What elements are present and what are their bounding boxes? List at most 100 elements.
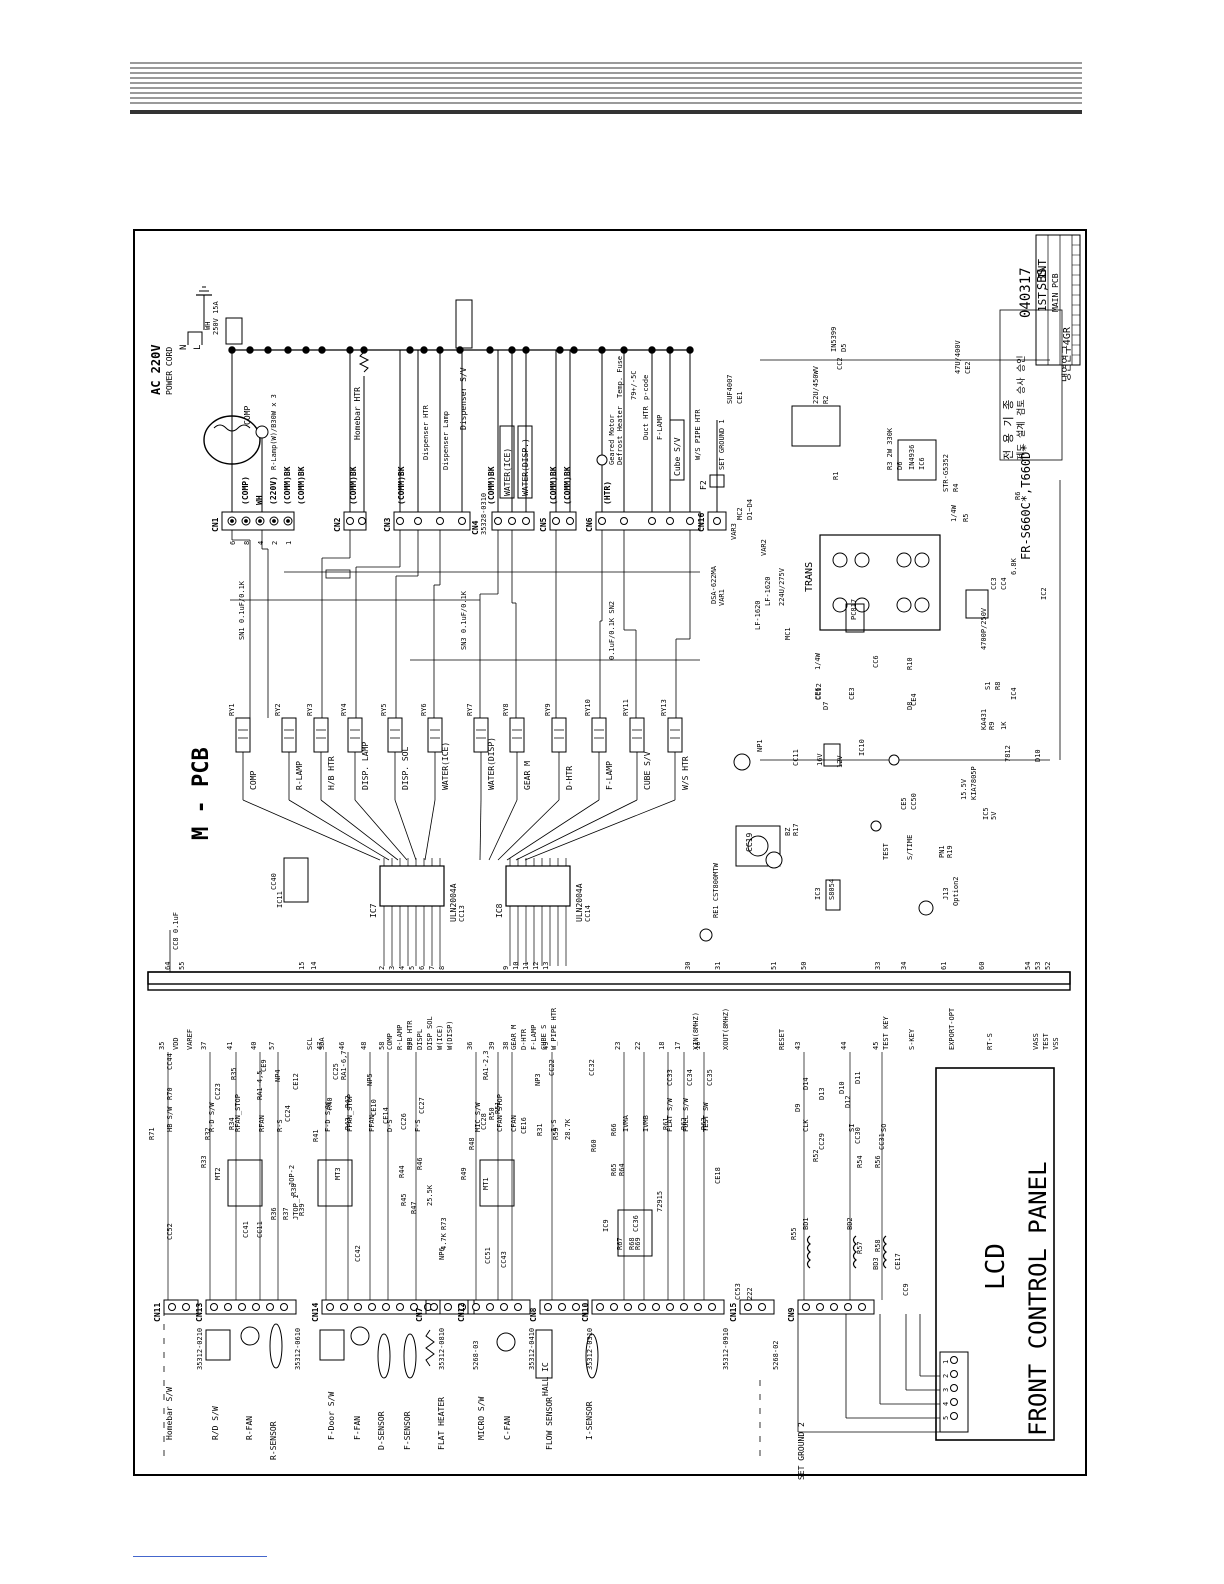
transformer-label: TRANS bbox=[804, 562, 815, 592]
input-part-label: 25.5K bbox=[426, 1184, 434, 1206]
input-part-label: 222 bbox=[746, 1287, 754, 1300]
mcu-pin-label: SDA bbox=[318, 1037, 326, 1050]
sensor-icon bbox=[269, 1323, 283, 1369]
rlamp-icon bbox=[255, 425, 269, 439]
connector-pin bbox=[444, 1303, 452, 1311]
defrost-heater-label: Defrost Heater bbox=[616, 406, 624, 465]
water-disp-label: WATER(DISP.) bbox=[521, 438, 530, 496]
relay-ry2 bbox=[281, 717, 297, 753]
trans-terminal bbox=[914, 597, 930, 613]
trans-terminal bbox=[832, 597, 848, 613]
input-part-label: R69 bbox=[634, 1237, 642, 1250]
duct-htr-label: Duct HTR bbox=[642, 405, 650, 440]
input-part-label: D9 bbox=[794, 1104, 802, 1112]
ic10-regulator bbox=[823, 743, 841, 767]
cn4-pin bbox=[508, 517, 516, 525]
input-device-label: I-SENSOR bbox=[585, 1401, 594, 1440]
titleblock-signbox bbox=[999, 309, 1063, 461]
input-part-label: D11 bbox=[854, 1071, 862, 1084]
ce7-value: R17 bbox=[792, 823, 800, 836]
input-part-label: NP6 bbox=[438, 1247, 446, 1260]
mcu-pin-label: W(DISP) bbox=[446, 1020, 454, 1050]
mcu-pin-num: 61 bbox=[940, 962, 948, 970]
input-part-label: 28.7K bbox=[564, 1118, 572, 1140]
input-part-label: CE9 bbox=[260, 1059, 268, 1072]
cn1-connector bbox=[221, 511, 295, 531]
door-switch-icon bbox=[205, 1329, 231, 1361]
lcd-pin bbox=[950, 1370, 958, 1378]
input-part-label: R61 bbox=[662, 1117, 670, 1130]
stime-label: S/TIME bbox=[906, 835, 914, 860]
connector-id: CN9 bbox=[787, 1307, 796, 1322]
cn4-connector bbox=[491, 511, 535, 531]
mcu-pin-label: SCL bbox=[306, 1037, 314, 1050]
cn1-pin-dot bbox=[286, 519, 290, 523]
power-wh: WH bbox=[204, 322, 212, 330]
lcd-pin bbox=[950, 1356, 958, 1364]
ferrite-bead bbox=[806, 1235, 811, 1269]
compressor-coil bbox=[213, 424, 251, 432]
input-part-label: CE10 bbox=[370, 1099, 378, 1116]
cn3-pin bbox=[414, 517, 422, 525]
mcu-pin-num: 13 bbox=[542, 962, 550, 970]
relay-coil bbox=[670, 729, 680, 739]
relay-drive bbox=[488, 799, 518, 861]
cn3-pin bbox=[458, 517, 466, 525]
mcu-pin-label: TEST SW bbox=[702, 1102, 710, 1132]
cn3-connector bbox=[393, 511, 471, 531]
heater-icon bbox=[358, 351, 370, 373]
ps-label: CC6 bbox=[872, 655, 880, 668]
mcu-pin-label: RESET bbox=[778, 1028, 786, 1050]
mcu-pin-num: 11 bbox=[522, 962, 530, 970]
snubber-sn3: SN3 0.1uF/0.1K bbox=[460, 590, 468, 650]
connector-pin bbox=[182, 1303, 190, 1311]
mcu-pin-num: 33 bbox=[874, 962, 882, 970]
cn4-part: 35328-0310 bbox=[480, 493, 488, 535]
ps-label: IC2 bbox=[1040, 587, 1048, 600]
driver-id: IC8 bbox=[495, 903, 504, 918]
input-part-label: MT3 bbox=[334, 1167, 342, 1180]
input-part-label: R66 bbox=[610, 1123, 618, 1136]
relay-coil bbox=[594, 729, 604, 739]
input-part-label: RA1-2,3 bbox=[482, 1050, 490, 1080]
input-part-label: BD1 bbox=[802, 1217, 810, 1230]
bus-node bbox=[420, 346, 428, 354]
connector-part: 35312-0210 bbox=[196, 1328, 204, 1370]
input-device-label: HALL IC bbox=[541, 1362, 550, 1396]
ps-label: D8 bbox=[906, 702, 914, 710]
mcu-pin-num: 22 bbox=[634, 1042, 642, 1050]
cn4-line: (COMM)BK bbox=[487, 466, 496, 505]
ps-label: R10 bbox=[906, 657, 914, 670]
input-part-label: CC42 bbox=[354, 1245, 362, 1262]
cn1-wire-label: (COMM)BK bbox=[283, 466, 292, 505]
connector-pin bbox=[430, 1303, 438, 1311]
ps-label: 16V bbox=[816, 753, 824, 766]
driver-cap: CC14 bbox=[584, 905, 592, 922]
mcu-pin-label: CLK bbox=[802, 1119, 810, 1132]
connector-pin bbox=[382, 1303, 390, 1311]
input-part-label: CE16 bbox=[520, 1117, 528, 1134]
ws-htr-label: W/S PIPE HTR bbox=[694, 409, 702, 460]
relay-id: RY9 bbox=[544, 703, 552, 716]
buzzer-icon bbox=[747, 835, 769, 857]
connector-cn9 bbox=[797, 1299, 875, 1315]
connector-pin bbox=[858, 1303, 866, 1311]
connector-pin bbox=[744, 1303, 752, 1311]
mcu-pin-num: 30 bbox=[684, 962, 692, 970]
mcu-pin-num: 64 bbox=[164, 962, 172, 970]
geared-motor-label: Geared Motor bbox=[608, 414, 616, 465]
mcu-pin-num: 18 bbox=[658, 1042, 666, 1050]
mcu-pin-label: CFAN bbox=[510, 1115, 518, 1132]
ce7-label: BZ bbox=[784, 828, 792, 836]
connector-pin bbox=[168, 1303, 176, 1311]
mcu-pin-label: VASS bbox=[1032, 1033, 1040, 1050]
relay-label: WATER(ICE) bbox=[441, 742, 450, 790]
titleblock-frame bbox=[1035, 234, 1081, 366]
input-part-label: R55 bbox=[790, 1227, 798, 1240]
cn1-wire-label: (220V) bbox=[269, 476, 278, 505]
input-part-label: R56 bbox=[874, 1155, 882, 1168]
input-part-label: D10 bbox=[838, 1081, 846, 1094]
cn16-pin bbox=[713, 517, 721, 525]
bus-node bbox=[284, 346, 292, 354]
